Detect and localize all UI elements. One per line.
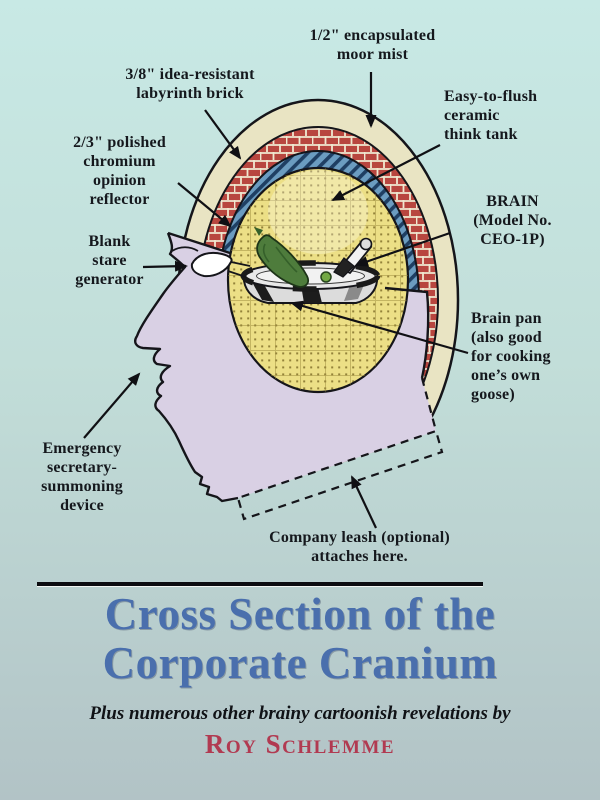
- label-moor-mist: 1/2" encapsulated moor mist: [285, 26, 460, 64]
- background-mask: [205, 431, 475, 570]
- label-line: goose): [471, 386, 515, 403]
- label-line: chromium: [83, 153, 156, 170]
- book-title: Cross Section of the Corporate Cranium: [0, 590, 600, 688]
- arrow-emergency-device: [83, 372, 141, 439]
- arrow-brain-pan: [290, 300, 469, 355]
- label-line: think tank: [444, 126, 518, 143]
- company-leash-band: [236, 377, 444, 521]
- label-line: opinion: [93, 172, 146, 189]
- label-line: Easy-to-flush: [444, 88, 538, 105]
- label-line: secretary-: [46, 459, 118, 476]
- label-line: device: [60, 497, 104, 514]
- label-line: 1/2" encapsulated: [309, 27, 436, 44]
- label-line: generator: [75, 271, 144, 288]
- label-opinion-reflector: 2/3" polished chromium opinion reflector: [52, 133, 187, 209]
- arrow-brain-model: [355, 231, 451, 267]
- cranium-illustration: [83, 72, 475, 570]
- label-line: Company leash (optional): [269, 529, 450, 546]
- label-brain-pan: Brain pan (also good for cooking one’s o…: [471, 309, 591, 404]
- eye: [171, 246, 251, 278]
- leader-arrows: [83, 72, 469, 529]
- arrow-labyrinth-brick: [204, 109, 242, 160]
- label-blank-stare: Blank stare generator: [62, 232, 157, 289]
- label-line: Brain pan: [471, 310, 542, 327]
- label-line: 2/3" polished: [73, 134, 166, 151]
- label-emergency-device: Emergency secretary- summoning device: [22, 439, 142, 515]
- label-line: for cooking: [471, 348, 551, 365]
- temple-outline: [167, 231, 231, 255]
- label-line: attaches here.: [311, 548, 408, 565]
- label-line: reflector: [89, 191, 150, 208]
- label-line: (also good: [471, 329, 542, 346]
- label-line: CEO-1P): [480, 231, 545, 248]
- label-line: BRAIN: [486, 193, 539, 210]
- arrow-blank-stare: [142, 260, 188, 272]
- arrow-opinion-reflector: [177, 182, 232, 228]
- author-name: Roy Schlemme: [204, 729, 396, 759]
- label-line: (Model No.: [473, 212, 552, 229]
- book-title-line1: Cross Section of the: [104, 589, 496, 639]
- title-divider-rule: [37, 582, 483, 587]
- arrow-think-tank: [331, 144, 441, 201]
- label-company-leash: Company leash (optional) attaches here.: [262, 528, 457, 566]
- label-labyrinth-brick: 3/8" idea-resistant labyrinth brick: [100, 65, 280, 103]
- label-line: Emergency: [42, 440, 122, 457]
- arrow-company-leash: [351, 475, 377, 529]
- label-line: labyrinth brick: [136, 85, 244, 102]
- label-line: stare: [92, 252, 127, 269]
- label-line: ceramic: [444, 107, 500, 124]
- nape-outline: [384, 286, 430, 379]
- label-line: moor mist: [336, 46, 409, 63]
- label-brain-model: BRAIN (Model No. CEO-1P): [450, 192, 575, 249]
- book-title-line2: Corporate Cranium: [102, 638, 498, 688]
- pea: [320, 271, 332, 283]
- brain-pan: [240, 260, 381, 304]
- label-line: summoning: [41, 478, 123, 495]
- label-line: 3/8" idea-resistant: [125, 66, 255, 83]
- label-line: one’s own: [471, 367, 541, 384]
- book-subtitle: Plus numerous other brainy cartoonish re…: [89, 703, 511, 724]
- label-line: Blank: [88, 233, 131, 250]
- think-tank-highlight: [268, 170, 368, 254]
- pickle-brain: [254, 227, 309, 288]
- label-think-tank: Easy-to-flush ceramic think tank: [444, 87, 574, 144]
